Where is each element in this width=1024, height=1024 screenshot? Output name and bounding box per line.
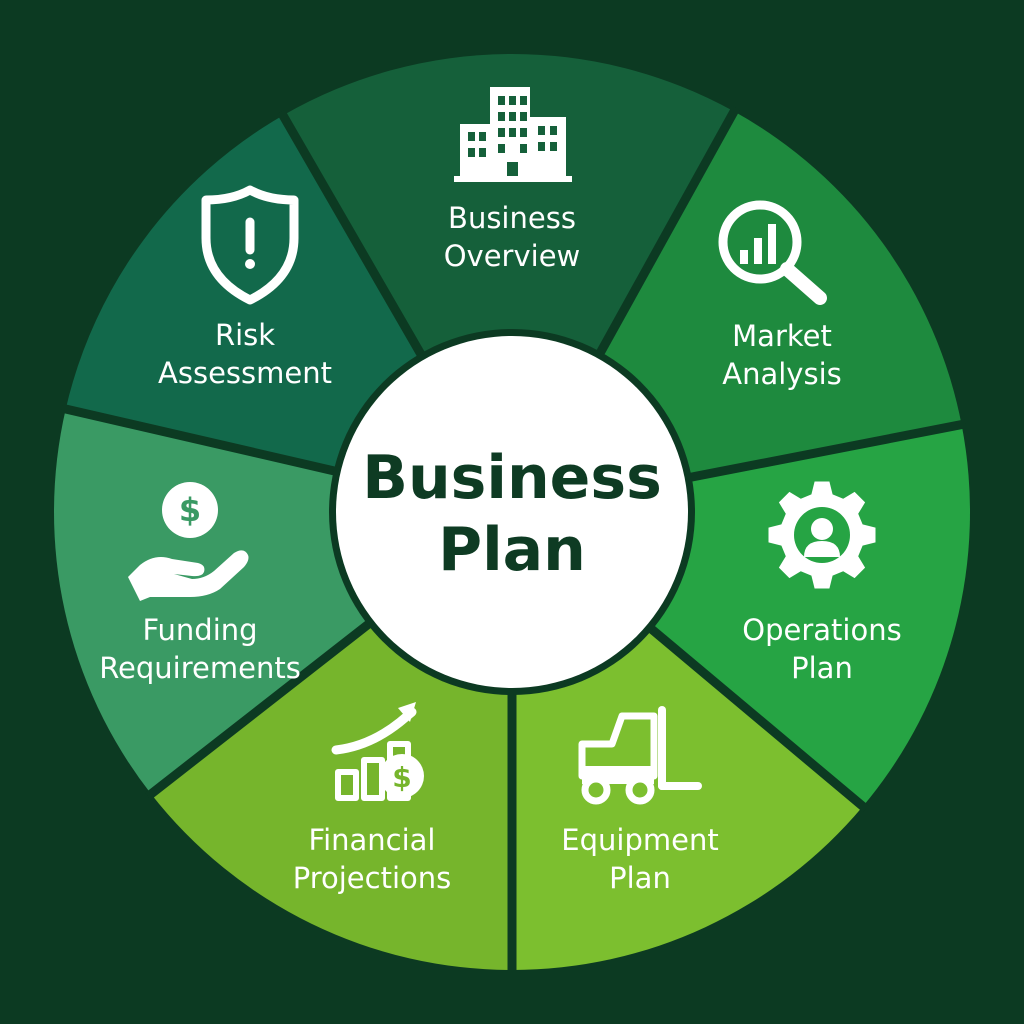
segment-label-financial-projections-2: Projections [293, 861, 452, 895]
magnifier-chart-icon [718, 200, 827, 305]
segment-label-operations-plan-1: Operations [742, 613, 901, 647]
svg-text:$: $ [179, 491, 201, 529]
forklift-icon [578, 706, 702, 805]
segment-label-business-overview-1: Business [448, 201, 576, 235]
segment-label-risk-assessment-1: Risk [215, 318, 275, 352]
segment-label-financial-projections-1: Financial [309, 823, 436, 857]
svg-text:$: $ [392, 761, 411, 794]
shield-alert-icon [201, 185, 299, 305]
segment-label-funding-requirements-2: Requirements [99, 651, 301, 685]
hand-dollar-icon: $ [128, 482, 249, 601]
segment-label-market-analysis-2: Analysis [722, 357, 841, 391]
center-title-line2: Plan [438, 515, 586, 585]
segment-label-market-analysis-1: Market [732, 319, 832, 353]
label-layer: BusinessOverviewMarketAnalysisOperations… [99, 201, 902, 895]
segment-label-equipment-plan-1: Equipment [561, 823, 718, 857]
segment-label-equipment-plan-2: Plan [609, 861, 671, 895]
center-title-line1: Business [362, 443, 662, 513]
growth-chart-dollar-icon: $ [331, 702, 424, 801]
center-circle [336, 336, 688, 688]
segment-label-risk-assessment-2: Assessment [158, 356, 332, 390]
segment-label-funding-requirements-1: Funding [142, 613, 257, 647]
segment-label-operations-plan-2: Plan [791, 651, 853, 685]
icon-layer: $ $ [128, 87, 876, 805]
segment-label-business-overview-2: Overview [444, 239, 581, 273]
office-building-icon [454, 87, 572, 182]
segment-business-overview [283, 54, 735, 512]
gear-person-icon [768, 481, 876, 589]
